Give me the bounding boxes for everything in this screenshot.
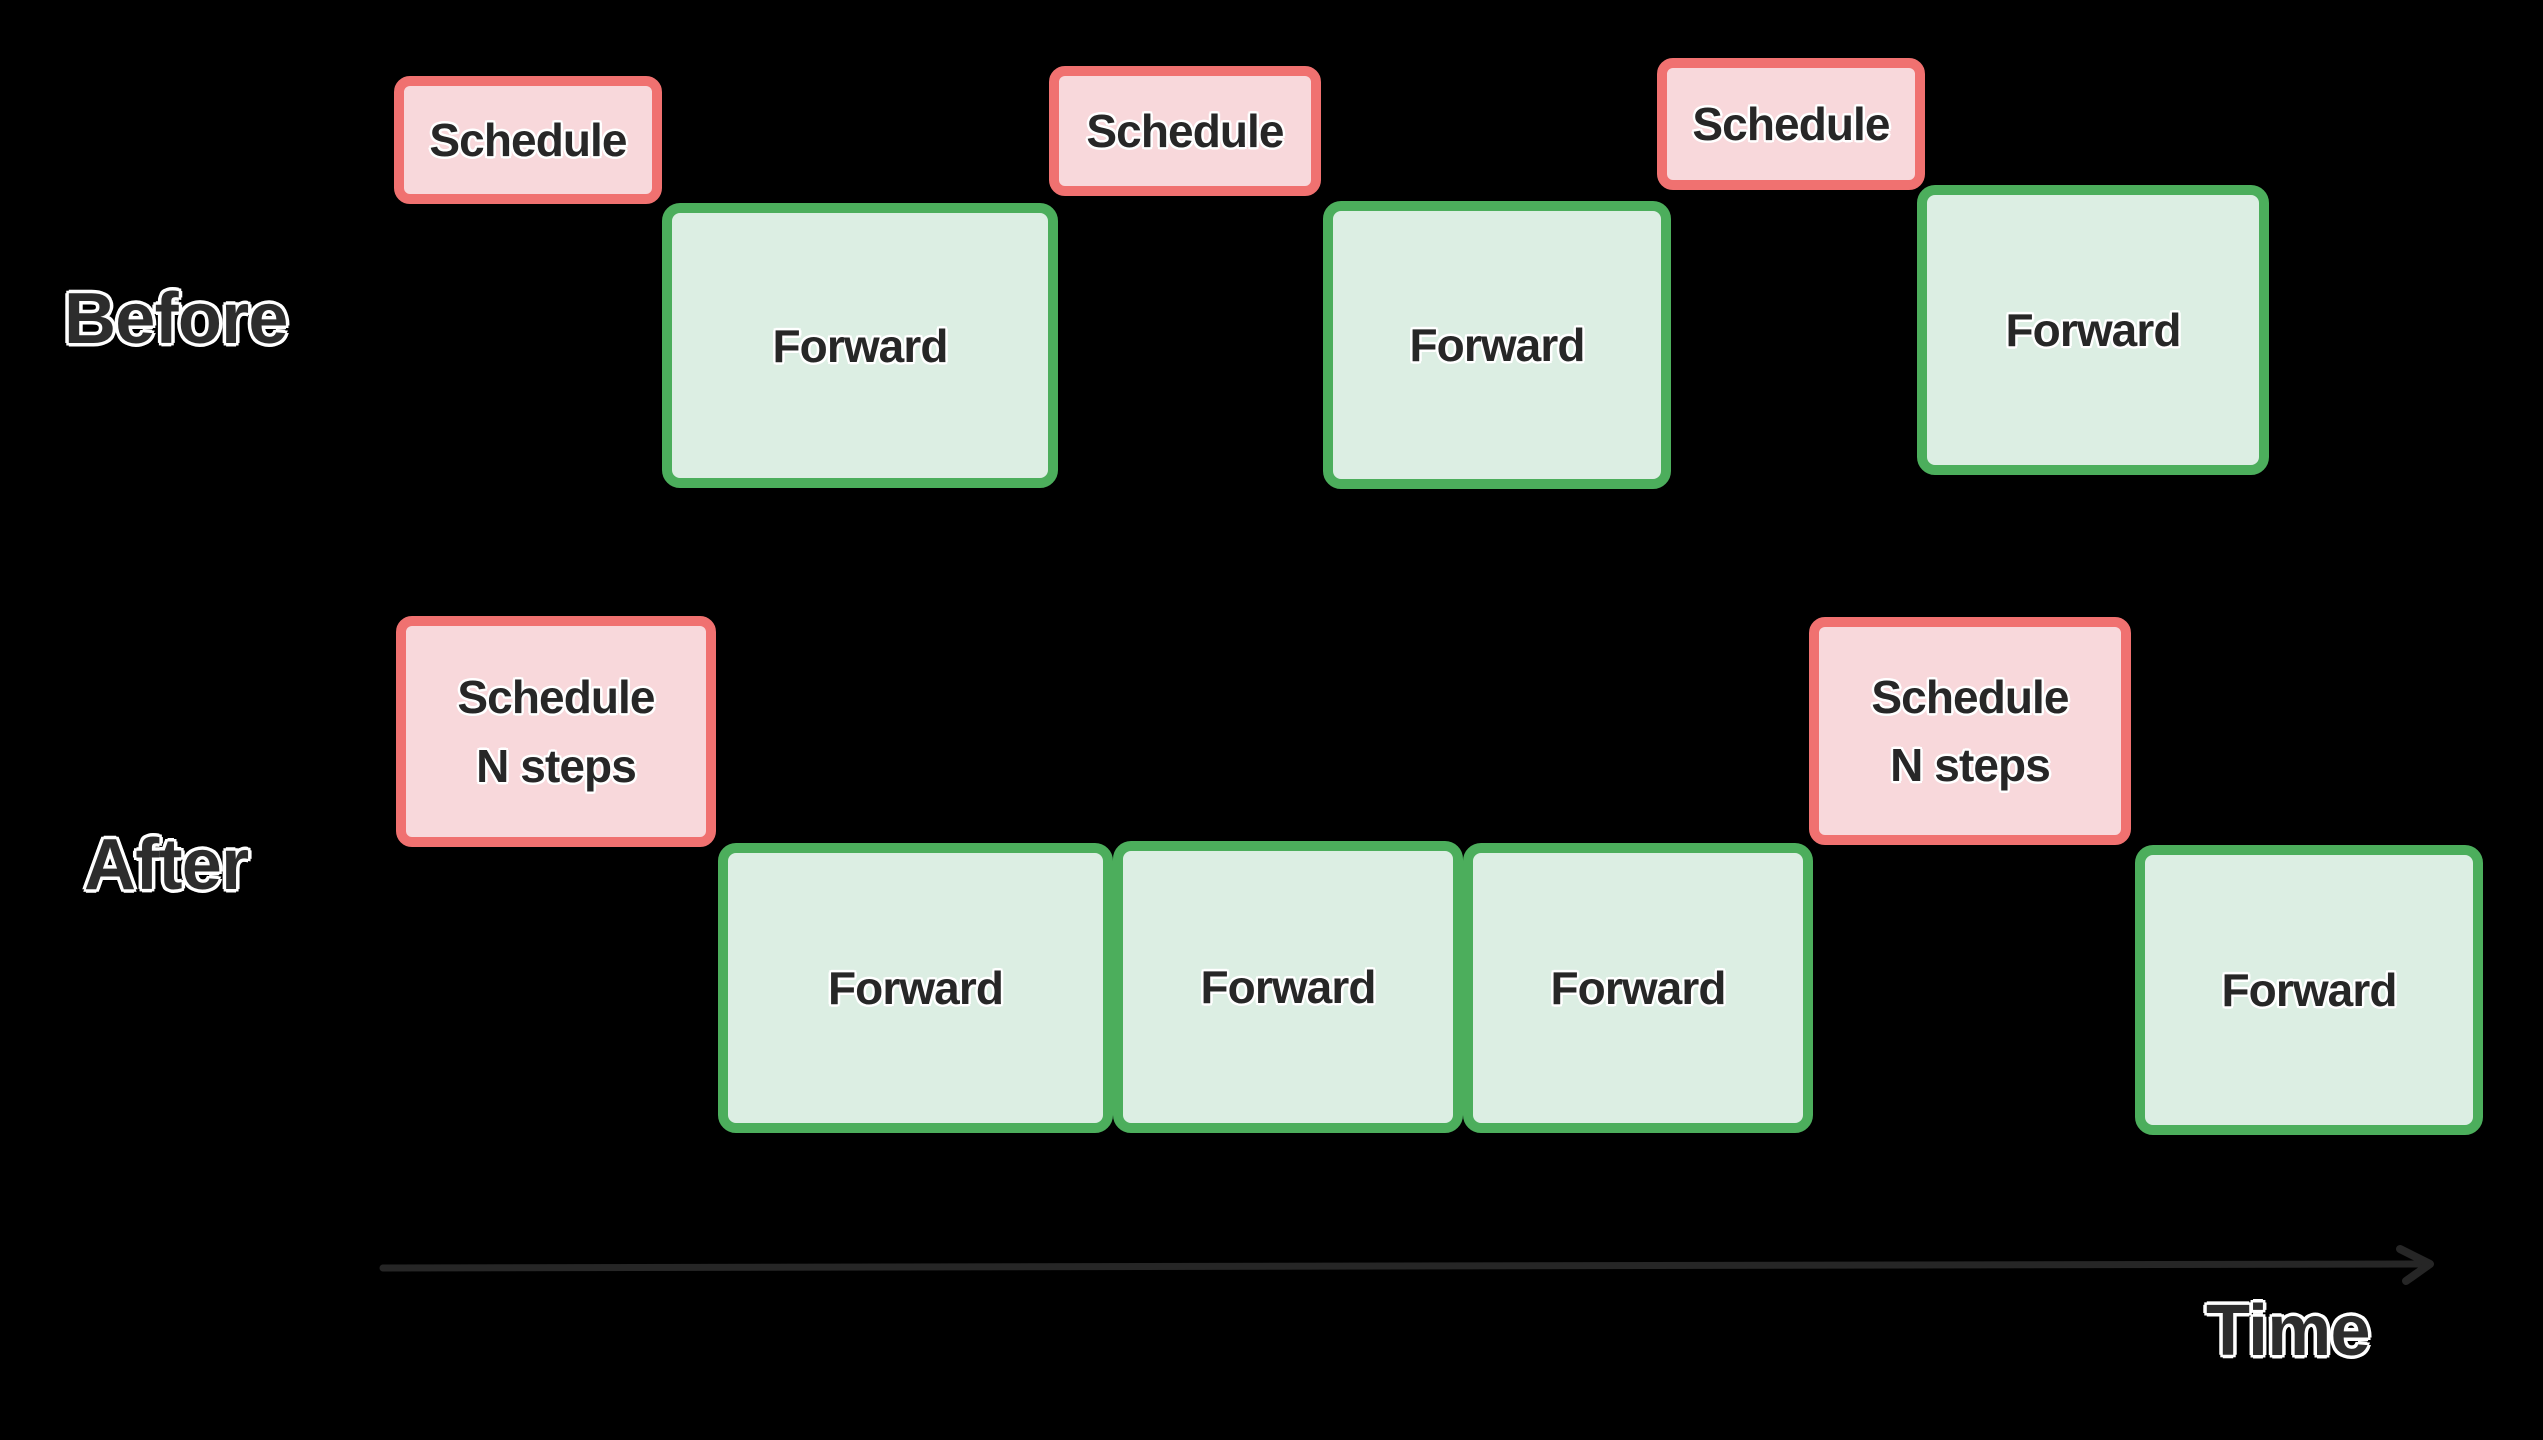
after-schedule-n-2-line-1: Schedule: [1871, 670, 2069, 723]
before-forward-box-3: Forward: [1917, 185, 2269, 475]
after-forward-box-2: Forward: [1113, 841, 1463, 1133]
before-forward-box-1: Forward: [662, 203, 1058, 488]
after-forward-label-4: Forward: [2221, 964, 2397, 1016]
after-forward-label-3: Forward: [1550, 962, 1726, 1014]
after-forward-box-3: Forward: [1463, 843, 1813, 1133]
before-forward-label-1: Forward: [772, 319, 948, 372]
before-schedule-box-1: Schedule: [394, 76, 662, 204]
time-axis-line: [379, 1260, 2428, 1272]
before-forward-box-2: Forward: [1323, 201, 1671, 489]
after-row-label: After: [84, 825, 249, 905]
after-forward-label-2: Forward: [1200, 961, 1376, 1013]
time-axis-arrowhead-icon: [2396, 1245, 2434, 1285]
before-schedule-label-1: Schedule: [429, 114, 627, 166]
after-forward-box-1: Forward: [718, 843, 1113, 1133]
after-schedule-n-box-2: Schedule N steps: [1809, 617, 2131, 845]
after-schedule-n-box-1: Schedule N steps: [396, 616, 716, 847]
after-forward-box-4: Forward: [2135, 845, 2483, 1135]
after-forward-label-1: Forward: [827, 962, 1004, 1014]
after-schedule-n-1-line-1: Schedule: [457, 671, 655, 724]
before-forward-label-2: Forward: [1409, 319, 1585, 371]
time-label: Time: [2206, 1291, 2371, 1371]
before-forward-label-3: Forward: [2005, 304, 2181, 356]
before-schedule-label-3: Schedule: [1692, 98, 1890, 150]
before-schedule-box-2: Schedule: [1049, 66, 1321, 196]
before-schedule-box-3: Schedule: [1657, 58, 1925, 190]
after-schedule-n-2-line-2: N steps: [1890, 739, 2051, 791]
before-schedule-label-2: Schedule: [1086, 105, 1284, 157]
after-schedule-n-1-line-2: N steps: [476, 739, 637, 792]
before-row-label: Before: [64, 279, 288, 359]
